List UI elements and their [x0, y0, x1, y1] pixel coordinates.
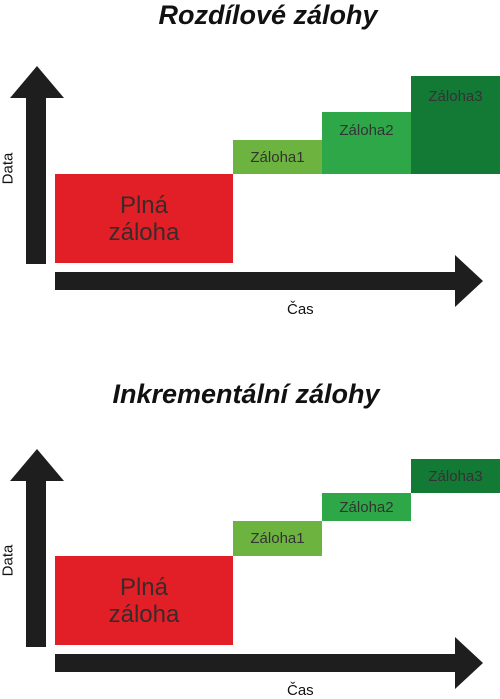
full-backup-label-line1: Plná	[119, 191, 169, 219]
x-axis-arrow	[55, 255, 483, 307]
backup1-block: Záloha1	[233, 521, 322, 556]
backup2-block: Záloha2	[322, 112, 411, 174]
full-backup-label-line2: záloha	[108, 600, 180, 628]
backup1-label: Záloha1	[250, 148, 305, 166]
backup1-block: Záloha1	[233, 140, 322, 174]
y-axis-arrow	[10, 449, 64, 647]
x-axis-arrow	[55, 637, 483, 689]
backup3-label: Záloha3	[428, 467, 483, 485]
backup2-label: Záloha2	[339, 122, 394, 139]
full-backup-block: Plná záloha	[55, 556, 233, 645]
y-axis-label: Data	[0, 544, 17, 577]
backup2-block: Záloha2	[322, 493, 411, 521]
full-backup-block: Plná záloha	[55, 174, 233, 263]
y-axis-arrow	[10, 66, 64, 264]
diagram-title: Rozdílové zálohy	[158, 0, 378, 30]
x-axis-label: Čas	[287, 301, 314, 318]
backup3-block: Záloha3	[411, 76, 500, 174]
backup3-label: Záloha3	[428, 88, 483, 105]
backup3-block: Záloha3	[411, 459, 500, 493]
x-axis-label: Čas	[287, 682, 314, 699]
backup2-label: Záloha2	[339, 498, 394, 516]
full-backup-label-line2: záloha	[108, 218, 180, 246]
diagram-title: Inkrementální zálohy	[112, 379, 380, 409]
y-axis-label: Data	[0, 152, 17, 185]
full-backup-label-line1: Plná	[119, 573, 169, 601]
backup1-label: Záloha1	[250, 530, 305, 547]
